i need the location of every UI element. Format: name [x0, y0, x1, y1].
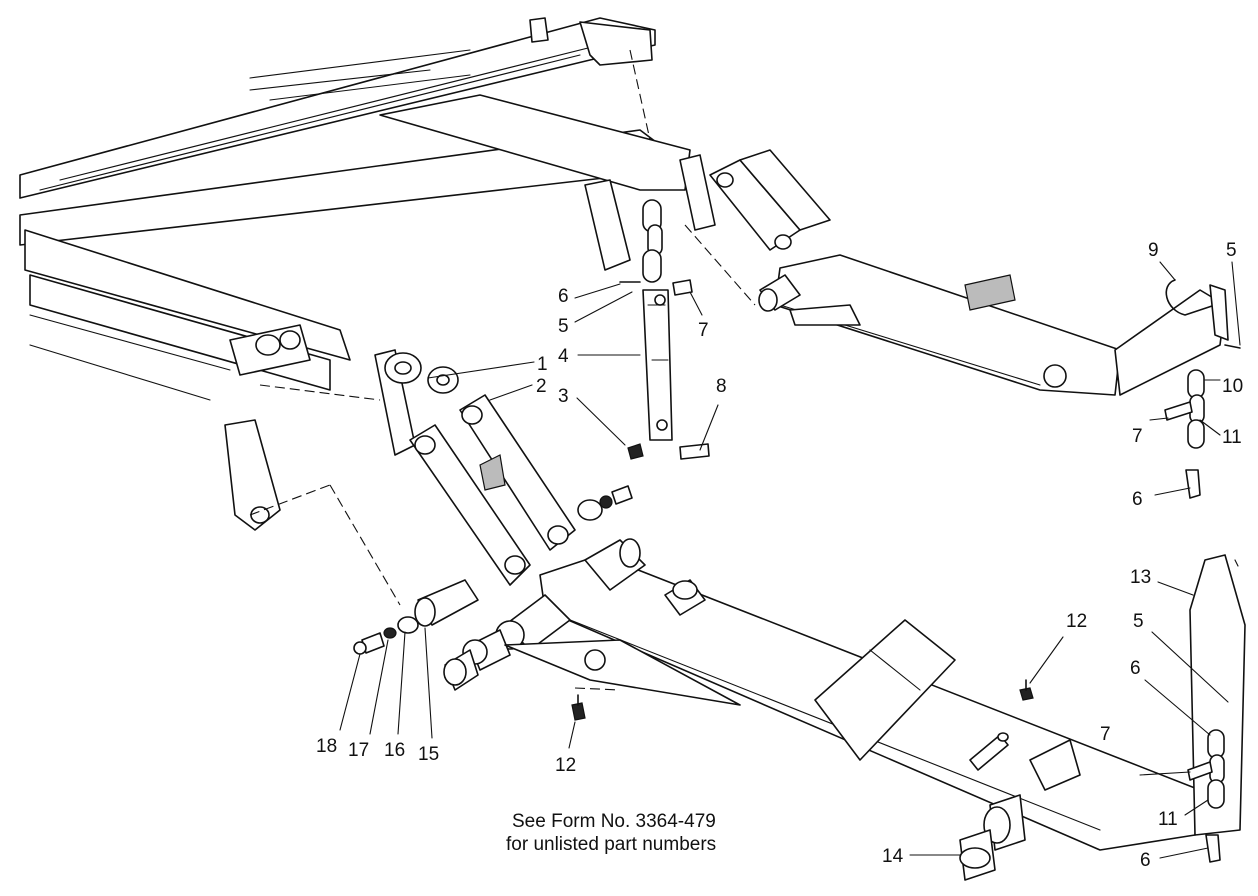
callout-6-center: 6: [558, 286, 569, 307]
callout-5-right-lower: 5: [1133, 611, 1144, 632]
callout-5-right-upper: 5: [1226, 240, 1237, 261]
pivot-pin-assembly: [353, 579, 479, 655]
callout-10: 10: [1222, 376, 1243, 397]
callout-15: 15: [418, 744, 439, 765]
bolt-washer: [577, 485, 633, 521]
callout-1: 1: [537, 354, 548, 375]
reference-note: See Form No. 3364-479 for unlisted part …: [506, 811, 716, 855]
leader-lines: [339, 261, 1241, 859]
callout-11-upper: 11: [1222, 427, 1242, 448]
callout-11-lower: 11: [1158, 809, 1178, 830]
lower-hitch-frame: [443, 538, 1246, 881]
callout-6-right-mid: 6: [1130, 658, 1141, 679]
frame-rails: [19, 17, 716, 531]
upper-hitch-frame: [709, 149, 1229, 396]
callout-2: 2: [536, 376, 547, 397]
note-line-1: See Form No. 3364-479: [512, 811, 716, 832]
callout-9: 9: [1148, 240, 1159, 261]
callout-12-right: 12: [1066, 611, 1087, 632]
callout-7-right-upper: 7: [1132, 426, 1143, 447]
right-chain-upper: [1164, 344, 1241, 499]
callout-18: 18: [316, 736, 337, 757]
callout-6-right-upper: 6: [1132, 489, 1143, 510]
callout-7-right-lower: 7: [1100, 724, 1111, 745]
callout-5-center: 5: [558, 316, 569, 337]
center-chain-strap: [619, 199, 710, 460]
callout-12-center: 12: [555, 755, 576, 776]
callout-16: 16: [384, 740, 405, 761]
callout-3: 3: [558, 386, 569, 407]
callouts: 1 2 3 4 5 6 7 8 9 5 10 7 11 6 13 12 5 6 …: [316, 240, 1243, 871]
callout-17: 17: [348, 740, 369, 761]
callout-6-right-lower: 6: [1140, 850, 1151, 871]
callout-8: 8: [716, 376, 727, 397]
note-line-2: for unlisted part numbers: [506, 834, 716, 855]
grease-fittings: [571, 679, 1034, 721]
callout-4: 4: [558, 346, 569, 367]
link-plates: [409, 394, 576, 586]
washers-left: [384, 352, 459, 394]
assembly-lines: [249, 49, 756, 691]
callout-13: 13: [1130, 567, 1151, 588]
right-chain-lower: [1187, 729, 1225, 863]
callout-7-center: 7: [698, 320, 709, 341]
callout-14: 14: [882, 846, 904, 867]
